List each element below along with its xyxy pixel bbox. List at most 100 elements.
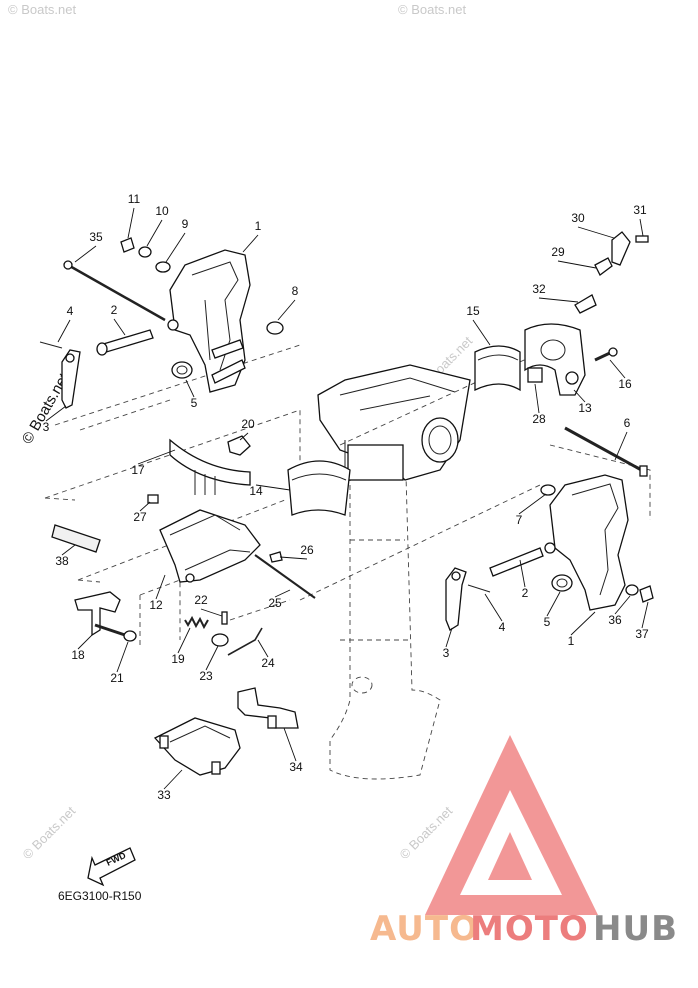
part-number-label: 1 [255, 219, 262, 233]
leader-line-15 [472, 319, 491, 346]
leader-line-4a [57, 319, 71, 343]
bolt-16 [594, 347, 618, 362]
part-number-label: 10 [155, 204, 169, 218]
brand-moto: MOTO [470, 909, 589, 949]
part-number-label: 31 [633, 203, 647, 217]
swivel-bracket [524, 323, 586, 396]
tilt-handle [74, 591, 137, 642]
part-number-label: 5 [544, 615, 551, 629]
brand-logo: AUTO MOTO HUB [370, 735, 678, 949]
part-number-label: 24 [261, 656, 275, 670]
leader-line-12 [155, 574, 166, 600]
leader-line-16 [609, 359, 626, 379]
lower-mount-33 [153, 717, 241, 776]
wire-24 [227, 627, 263, 656]
leader-line-5b [546, 591, 561, 617]
right-adjust-screw [489, 547, 544, 577]
leader-line-2a [113, 318, 126, 336]
part-number-label: 27 [133, 510, 147, 524]
watermark-bottom-right: © Boats.net [397, 803, 456, 862]
part-number-label: 23 [199, 669, 213, 683]
part-number-label: 32 [532, 282, 546, 296]
through-rod [564, 426, 648, 477]
part-number-label: 2 [111, 303, 118, 317]
leader-line-26 [279, 556, 308, 560]
part-number-label: 3 [43, 420, 50, 434]
leader-line-23 [205, 645, 219, 671]
leader-line-20 [239, 432, 249, 441]
leader-line-24 [257, 639, 269, 658]
leader-line-33 [163, 769, 183, 790]
leader-line-22 [200, 608, 223, 617]
part-number-label: 18 [71, 648, 85, 662]
part-number-label: 20 [241, 417, 255, 431]
part-number-label: 33 [157, 788, 171, 802]
spring-19 [184, 615, 209, 630]
leader-line-2b [519, 559, 526, 588]
leader-line-13 [573, 389, 586, 403]
leader-line-28 [534, 383, 540, 414]
lower-mount-34 [237, 687, 299, 729]
plate-38 [51, 524, 101, 553]
leader-line-4b [484, 593, 503, 622]
part-number-label: 28 [532, 412, 546, 426]
bushing-right-half [287, 460, 351, 516]
leader-line-37 [641, 601, 649, 629]
part-number-label: 11 [128, 192, 141, 206]
leader-line-19 [177, 627, 191, 654]
brand-hub: HUB [593, 909, 678, 949]
part-number-label: 14 [249, 484, 263, 498]
leader-line-6 [614, 431, 628, 461]
left-lever [39, 341, 81, 409]
brand-auto: AUTO [370, 909, 479, 949]
leader-line-18 [77, 634, 93, 650]
part-number-label: 19 [171, 652, 185, 666]
clip-23 [211, 633, 229, 647]
leader-line-3b [445, 627, 453, 648]
part-number-label: 3 [443, 646, 450, 660]
part-number-label: 13 [578, 401, 592, 415]
leader-line-5a [185, 379, 195, 398]
part-number-label: 5 [191, 396, 198, 410]
part-number-label: 22 [194, 593, 208, 607]
part-number-label: 2 [522, 586, 529, 600]
part-number-label: 8 [292, 284, 299, 298]
nut-washer-stack [120, 237, 284, 335]
part-number-label: 37 [635, 627, 649, 641]
watermark-bottom-left: © Boats.net [20, 803, 79, 862]
right-lever [445, 567, 491, 631]
leader-line-36 [614, 595, 631, 615]
leader-line-31 [639, 218, 644, 237]
left-clamp-bracket [167, 249, 251, 393]
part-number-label: 25 [268, 596, 282, 610]
leader-line-10 [146, 219, 163, 247]
watermark-top-right: © Boats.net [398, 2, 467, 17]
leader-line-30 [577, 226, 615, 239]
part-number-label: 21 [110, 671, 124, 685]
tilt-lever-assembly [147, 494, 316, 599]
watermark-top-left: © Boats.net [8, 2, 77, 17]
part-number-label: 38 [55, 554, 69, 568]
leader-line-11 [127, 207, 135, 239]
leader-line-3a [45, 405, 67, 422]
part-number-label: 34 [289, 760, 303, 774]
leader-line-32 [538, 297, 579, 303]
right-clamp-bracket [540, 474, 654, 611]
part-number-label: 15 [466, 304, 480, 318]
leader-line-38 [61, 544, 76, 556]
part-number-label: 30 [571, 211, 585, 225]
part-number-label: 9 [182, 217, 189, 231]
leader-line-29 [557, 260, 597, 269]
leader-lines [45, 207, 649, 790]
leader-line-35 [74, 245, 97, 263]
part-number-label: 6 [624, 416, 631, 430]
bushing-left-half [474, 345, 521, 392]
leader-line-27 [139, 501, 151, 512]
part-number-label: 16 [618, 377, 632, 391]
leader-line-8 [277, 299, 296, 321]
part-number-label: 35 [89, 230, 103, 244]
block-20 [227, 435, 251, 456]
part-number-label: 36 [608, 613, 622, 627]
